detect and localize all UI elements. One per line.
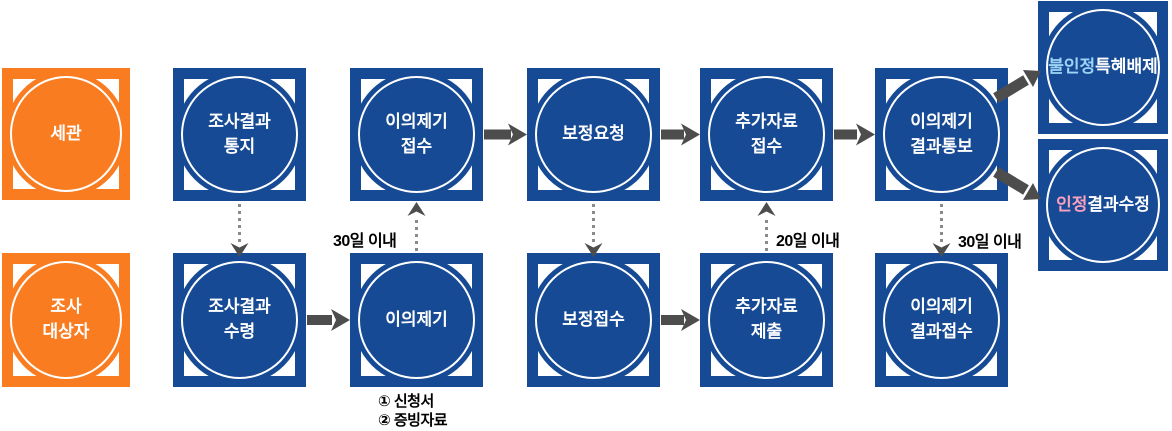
node-label: 추가자료 제출 [735,297,798,341]
circle-ring [358,261,475,379]
node-label: 보정요청 [562,124,625,144]
actor-customs-label: 세관 [50,123,82,143]
arrow-appeal-receipt-to-correction-request [484,123,527,146]
circle-ring [535,261,652,379]
outcome-action-accepted: 결과수정 [1087,194,1150,214]
node-result-notice-step: 조사결과 통지 [173,68,306,201]
node-label: 이의제기 결과통보 [910,111,973,156]
circle-ring [535,76,652,193]
arrow-correction-request-to-additional-receipt [661,123,700,146]
arrow-correction-request-down-to-correction-receipt [584,204,603,257]
actor-subject-label: 조사 대상자 [42,297,90,341]
node-correction-receipt: 보정접수 [527,253,660,387]
circle-ring [883,261,1000,379]
node-label: 조사결과 수령 [208,297,271,341]
node-correction-request: 보정요청 [527,68,660,201]
arrow-notice-down-to-result-receive [230,204,249,257]
circle-ring [10,76,122,192]
arrow-additional-receipt-to-result-notice [834,123,875,146]
node-additional-submit: 추가자료 제출 [700,253,833,387]
actor-subject: 조사 대상자 [2,253,130,387]
arrow-correction-receipt-to-additional-submit [661,309,700,331]
deadline-appeal-label: 30일 이내 [333,233,397,250]
node-label: 이의제기 결과접수 [910,297,973,341]
circle-ring [181,76,298,193]
circle-ring [708,76,825,193]
node-label: 보정접수 [562,309,625,329]
deadline-additional-label: 20일 이내 [776,233,840,250]
node-appeal: 이의제기 [350,253,483,387]
arrow-additional-submit-up-to-additional-receipt [757,202,776,251]
arrow-appeal-up-to-appeal-receipt [407,202,426,251]
outcome-action-rejected: 특혜배제 [1095,57,1158,77]
circle-ring [708,261,825,379]
circle-ring [1046,9,1160,126]
node-result-receive: 조사결과 수령 [173,253,306,387]
arrow-result-notice-down-to-result-receipt [932,204,951,257]
node-additional-receipt: 추가자료 접수 [700,68,833,201]
node-label: 추가자료 접수 [735,111,798,156]
circle-ring [10,261,122,379]
circle-ring [358,76,475,193]
node-label: 조사결과 통지 [208,111,271,156]
node-appeal-result-notice: 이의제기 결과통보 [875,68,1008,201]
outcome-status-rejected: 불인정 [1048,57,1096,77]
node-appeal-result-receipt: 이의제기 결과접수 [875,253,1008,387]
appeal-documents-note: ① 신청서 ② 증빙자료 [378,393,448,429]
node-label: 이의제기 접수 [385,111,448,156]
circle-ring [181,261,298,379]
node-appeal-receipt: 이의제기 접수 [350,68,483,201]
deadline-result-label: 30일 이내 [958,234,1022,251]
outcome-status-accepted: 인정 [1056,194,1088,214]
actor-customs: 세관 [2,68,130,200]
node-label: 이의제기 [385,309,448,329]
arrow-result-receive-to-appeal [307,309,350,331]
circle-ring [1046,147,1160,263]
circle-ring [883,76,1000,193]
